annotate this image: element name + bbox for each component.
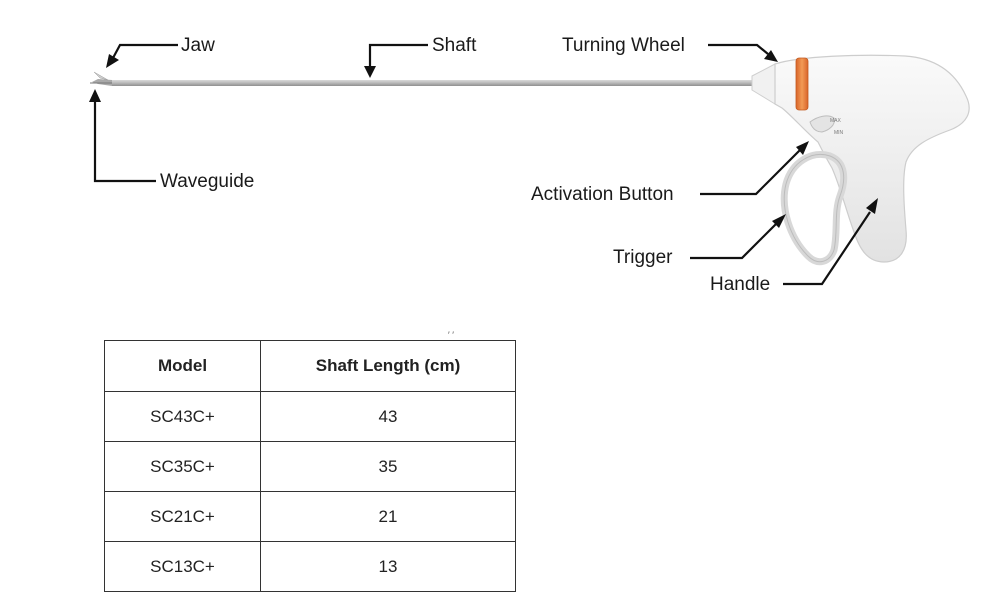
min-marking: MIN <box>834 130 844 136</box>
turning-wheel <box>795 57 809 111</box>
jaw-label: Jaw <box>181 35 215 56</box>
column-header-model: Model <box>104 340 261 392</box>
jaw-tip <box>90 71 112 86</box>
model-cell: SC21C+ <box>104 491 261 542</box>
model-spec-table: Model Shaft Length (cm) SC43C+ 43 SC35C+… <box>104 340 516 592</box>
trigger-callout <box>690 214 786 260</box>
shaft-length-cell: 21 <box>260 491 516 542</box>
trigger-label: Trigger <box>613 247 673 268</box>
shaft-label: Shaft <box>432 35 477 56</box>
waveguide-label: Waveguide <box>160 171 255 192</box>
activation-button-callout <box>700 141 809 196</box>
shaft-length-cell: 35 <box>260 441 516 492</box>
waveguide-callout <box>89 89 156 183</box>
model-cell: SC13C+ <box>104 541 261 592</box>
table-row: SC21C+ 21 <box>104 491 516 542</box>
table-row: SC35C+ 35 <box>104 441 516 492</box>
jaw-callout <box>106 43 178 68</box>
stray-mark: ′ ′ <box>448 330 454 340</box>
callout-lines <box>89 43 878 286</box>
surgical-instrument: MAX MIN <box>90 54 970 266</box>
nose-cone <box>751 63 776 105</box>
column-header-shaft-length: Shaft Length (cm) <box>260 340 516 392</box>
turning-wheel-label: Turning Wheel <box>562 35 685 56</box>
shaft-length-cell: 43 <box>260 391 516 442</box>
model-cell: SC35C+ <box>104 441 261 492</box>
shaft-length-cell: 13 <box>260 541 516 592</box>
turning-wheel-callout <box>708 43 778 62</box>
table-header-row: Model Shaft Length (cm) <box>104 340 516 392</box>
max-marking: MAX <box>830 118 842 124</box>
handle-label: Handle <box>710 274 771 295</box>
activation-button-label: Activation Button <box>531 184 674 205</box>
table-row: SC43C+ 43 <box>104 391 516 442</box>
table-row: SC13C+ 13 <box>104 541 516 592</box>
model-cell: SC43C+ <box>104 391 261 442</box>
handle-callout <box>783 198 878 286</box>
shaft <box>112 80 760 86</box>
shaft-callout <box>364 43 428 78</box>
activation-buttons: MAX MIN <box>809 115 844 136</box>
